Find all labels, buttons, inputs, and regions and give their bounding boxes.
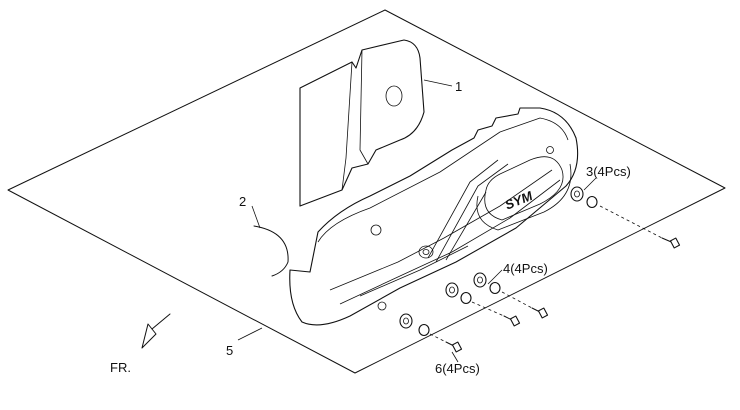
ground-plane xyxy=(7,9,726,374)
part-3-grommets xyxy=(399,186,584,329)
callout-5: 5 xyxy=(226,343,233,358)
part-1-foam-pad xyxy=(299,39,425,207)
callout-6: 6(4Pcs) xyxy=(435,361,480,376)
part-5-side-cover: SYM xyxy=(289,107,579,326)
callout-1: 1 xyxy=(455,79,462,94)
part-6-bolts xyxy=(429,205,681,353)
part-4-collars xyxy=(418,195,598,337)
callout-4: 4(4Pcs) xyxy=(503,261,548,276)
leader-lines xyxy=(237,79,597,363)
callout-2: 2 xyxy=(239,194,246,209)
front-marker-label: FR. xyxy=(110,360,131,375)
part-2-clip xyxy=(253,225,289,277)
callout-3: 3(4Pcs) xyxy=(586,164,631,179)
front-direction-arrow-icon xyxy=(141,313,171,349)
